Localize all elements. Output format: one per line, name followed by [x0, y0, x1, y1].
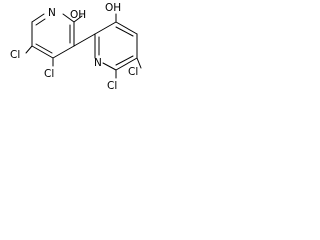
atom-cl-left-upper: Cl	[10, 49, 20, 61]
bond	[31, 45, 54, 59]
bond	[31, 13, 45, 23]
atom-n-left: N	[48, 7, 56, 19]
bond	[102, 62, 117, 71]
bond	[115, 21, 138, 35]
bond	[35, 43, 53, 54]
bond	[62, 13, 75, 23]
bond-cl-right-upper	[136, 57, 142, 69]
bond	[94, 21, 117, 35]
bond	[115, 57, 138, 71]
biaryl-bond	[73, 33, 96, 47]
left-pyridine-ring	[31, 13, 75, 59]
bond	[52, 45, 75, 59]
bond-cl-left-upper	[25, 45, 33, 54]
chemical-structure: N OH Cl Cl OH N Cl Cl	[10, 2, 142, 92]
atom-n-right: N	[94, 57, 102, 69]
atom-cl-left-lower: Cl	[44, 68, 54, 80]
atom-oh-right: OH	[105, 2, 121, 14]
bond	[35, 18, 46, 26]
right-pyridine-ring	[94, 21, 138, 71]
bond-oh-left	[73, 15, 83, 23]
atom-cl-right-lower: Cl	[107, 80, 117, 92]
atom-oh-left: OH	[70, 9, 86, 21]
bond	[115, 55, 134, 66]
atom-cl-right-upper: Cl	[128, 66, 138, 78]
bond	[115, 26, 134, 37]
